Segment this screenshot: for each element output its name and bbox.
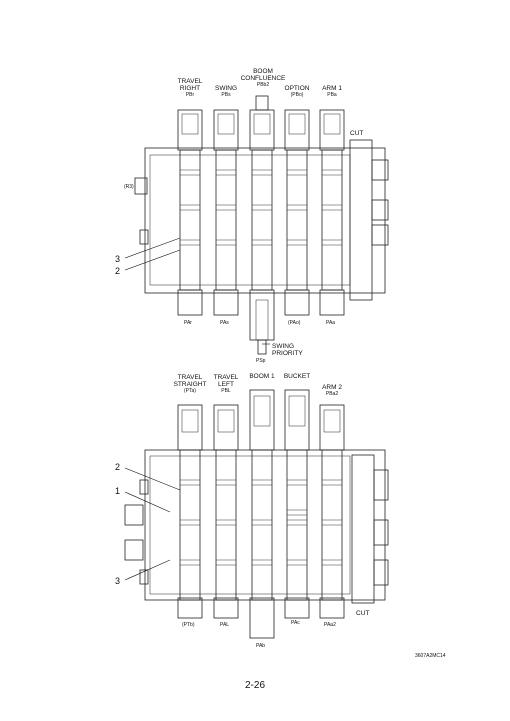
top-spool-option <box>284 109 310 316</box>
page-number: 2-26 <box>244 680 265 691</box>
top-port-paa: PAa <box>326 320 336 326</box>
bottom-callout-3: 3 <box>115 576 121 586</box>
bottom-port-paa2: PAa2 <box>324 622 336 628</box>
top-spool-arm1 <box>319 109 345 316</box>
bottom-spool-bucket <box>284 389 310 619</box>
bottom-callout-1: 1 <box>115 486 121 496</box>
top-header-arm1: ARM 1 PBa <box>322 85 342 98</box>
bottom-spool-travel-left <box>213 404 239 619</box>
top-spool-travel-right <box>177 109 203 316</box>
top-header-swing: SWING PBs <box>214 85 238 98</box>
bottom-port-pab: PAb <box>256 643 266 649</box>
top-callout-3: 3 <box>115 254 121 264</box>
top-spool-swing <box>213 109 239 316</box>
bottom-port-pal: PAL <box>220 622 230 628</box>
top-callout-2: 2 <box>115 266 121 276</box>
top-cut-label: CUT <box>350 130 364 137</box>
bottom-header-bucket: BUCKET <box>283 373 311 380</box>
top-port-pas: PAs <box>220 320 229 326</box>
bottom-header-arm2: ARM 2 PBa2 <box>322 384 342 397</box>
top-header-option: OPTION (PBo) <box>284 85 310 98</box>
top-spool-boom-confluence <box>249 109 275 341</box>
top-r3-label: (R3) <box>124 184 134 190</box>
bottom-port-ptb: (PTb) <box>182 622 195 628</box>
bottom-callout-2: 2 <box>115 462 121 472</box>
top-valve-body <box>144 147 386 294</box>
bottom-spool-arm2 <box>319 404 345 619</box>
bottom-spool-travel-straight <box>177 404 203 619</box>
top-port-psp: PSp <box>256 358 266 364</box>
bottom-cut-label: CUT <box>356 610 370 617</box>
bottom-spool-boom1 <box>249 389 275 639</box>
figure-code: 3607A2MC14 <box>415 653 446 659</box>
top-port-pao: (PAo) <box>288 320 301 326</box>
top-port-par: PAr <box>184 320 192 326</box>
bottom-port-pac: PAc <box>291 620 300 626</box>
bottom-header-boom1: BOOM 1 <box>249 373 275 380</box>
